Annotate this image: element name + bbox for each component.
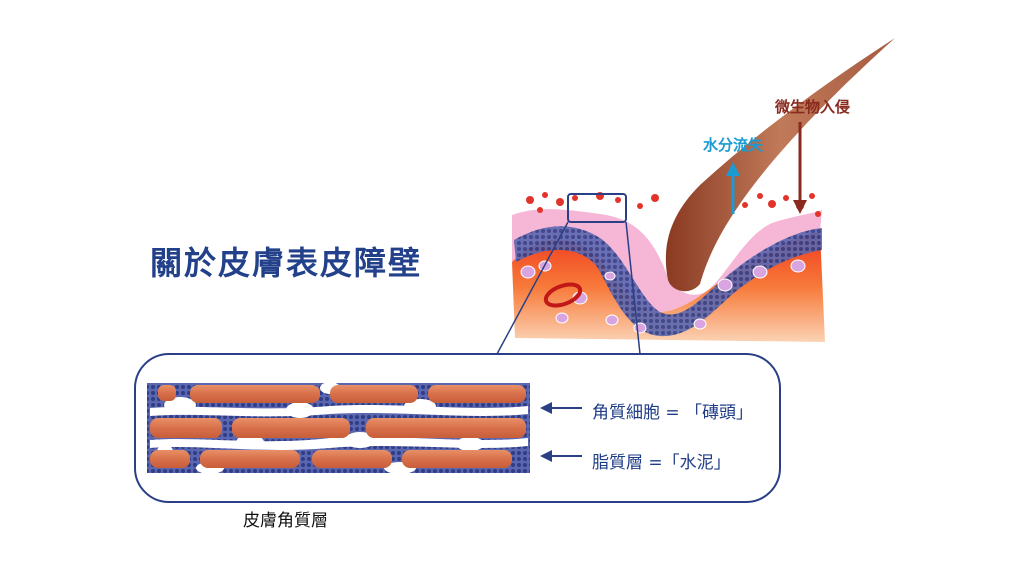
stratum-corneum-caption: 皮膚角質層	[243, 511, 328, 531]
brick-mortar-structure	[147, 382, 530, 474]
zoom-region-box	[567, 193, 627, 223]
corneocyte-label: 角質細胞 = 「磚頭」	[592, 403, 754, 423]
basal-cell-band	[514, 226, 822, 337]
hair-strand	[665, 38, 895, 292]
microbe-invasion-label: 微生物入侵	[775, 98, 851, 116]
water-loss-arrow-icon	[726, 162, 740, 214]
zoom-line-right	[625, 221, 641, 355]
lipid-layer-label: 脂質層 =「水泥」	[592, 453, 731, 473]
water-loss-label: 水分流失	[703, 136, 764, 154]
zoom-line-left	[496, 221, 569, 355]
page-title: 關於皮膚表皮障壁	[150, 244, 423, 282]
pointer-arrow-icon	[540, 450, 582, 462]
blood-vessel	[543, 282, 583, 308]
skin-cross-section	[512, 38, 895, 342]
pointer-arrow-icon	[540, 402, 582, 414]
microbe-arrow-icon	[793, 122, 807, 214]
